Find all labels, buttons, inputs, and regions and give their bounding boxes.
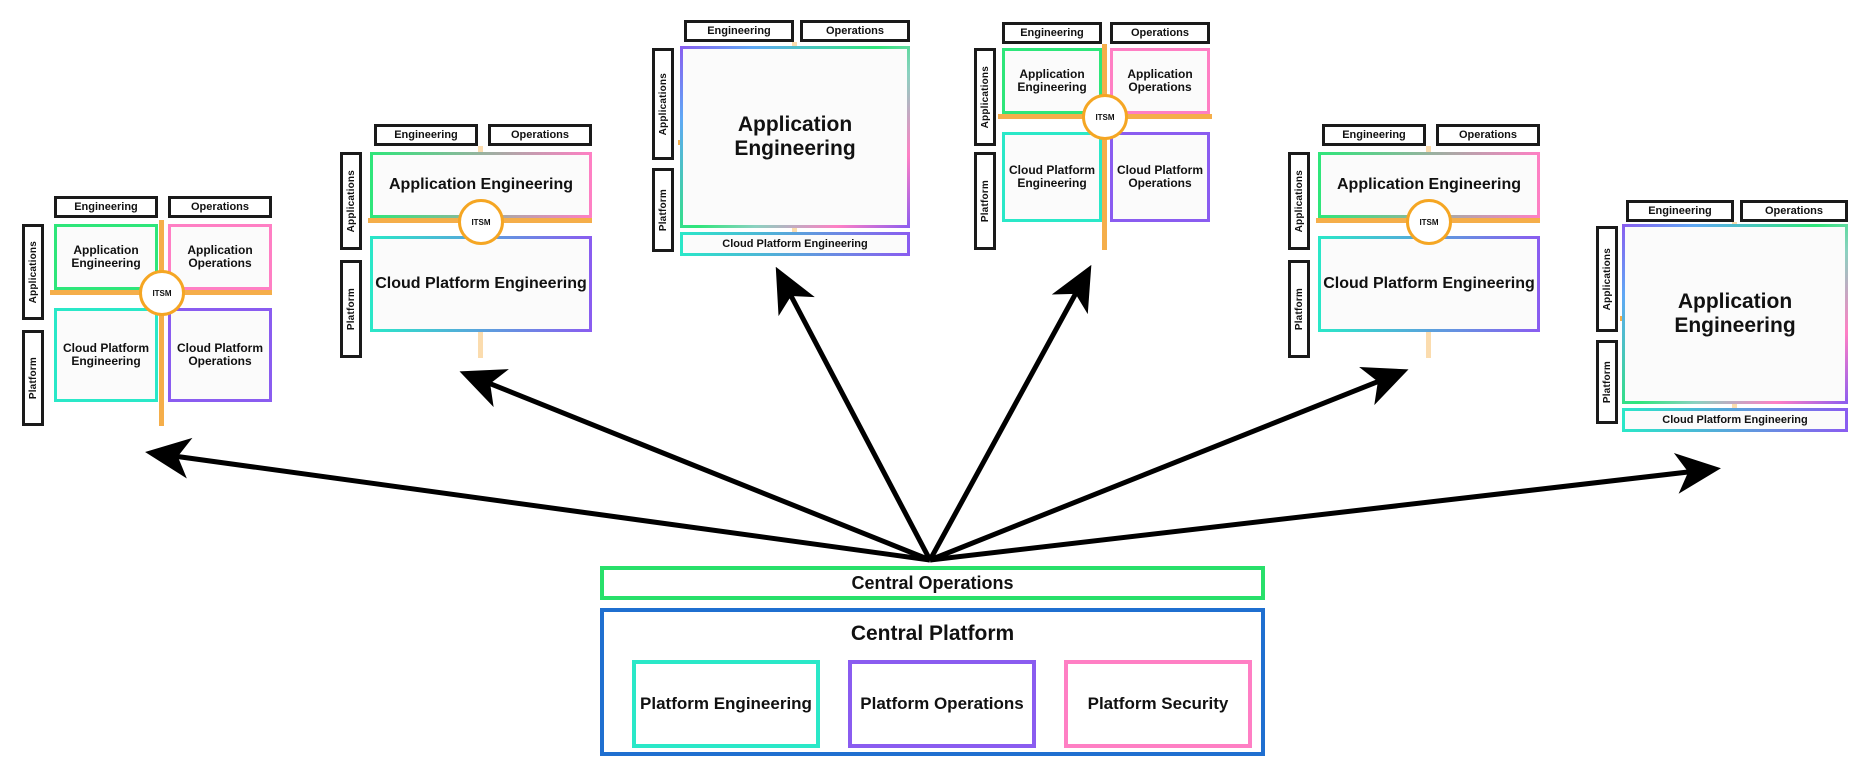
model-1-cell-cloud-platform-engineering: Cloud Platform Engineering (54, 308, 158, 402)
model-6-header-engineering: Engineering (1626, 200, 1734, 222)
central-operations-block[interactable]: Central Operations (600, 566, 1265, 600)
model-1-header-engineering: Engineering (54, 196, 158, 218)
model-3-row-label-platform: Platform (652, 168, 674, 252)
model-3: Engineering Operations Applications Plat… (652, 20, 910, 280)
model-5-row-label-applications: Applications (1288, 152, 1310, 250)
model-2-itsm-hub: ITSM (458, 199, 504, 245)
model-4-row-label-platform: Platform (974, 152, 996, 250)
model-6-row-label-applications: Applications (1596, 226, 1618, 332)
model-2-header-engineering: Engineering (374, 124, 478, 146)
model-5-header-operations: Operations (1436, 124, 1540, 146)
model-4-cell-cloud-platform-engineering: Cloud Platform Engineering (1002, 132, 1102, 222)
model-4: Engineering Operations Applications Plat… (974, 22, 1212, 274)
arrow-to-model-2 (459, 369, 931, 563)
arrow-to-model-4 (927, 264, 1092, 562)
model-3-cell-cloud-platform-engineering: Cloud Platform Engineering (680, 232, 910, 256)
platform-engineering-box[interactable]: Platform Engineering (632, 660, 820, 748)
model-6-cell-cloud-platform-engineering: Cloud Platform Engineering (1622, 408, 1848, 432)
arrow-to-model-1 (145, 437, 931, 563)
model-2-header-operations: Operations (488, 124, 592, 146)
model-1-itsm-hub: ITSM (139, 270, 185, 316)
model-5-row-label-platform: Platform (1288, 260, 1310, 358)
central-platform-block[interactable]: Central Platform Platform Engineering Pl… (600, 608, 1265, 756)
arrow-to-model-3 (775, 266, 933, 562)
model-6: Engineering Operations Applications Plat… (1596, 200, 1850, 450)
model-2-row-label-platform: Platform (340, 260, 362, 358)
arrow-to-model-6 (929, 453, 1721, 563)
model-4-header-operations: Operations (1110, 22, 1210, 44)
model-5: Engineering Operations Applications Plat… (1288, 124, 1540, 374)
model-6-row-label-platform: Platform (1596, 340, 1618, 424)
central-platform-title: Central Platform (850, 622, 1015, 645)
model-1-header-operations: Operations (168, 196, 272, 218)
model-5-itsm-hub: ITSM (1406, 199, 1452, 245)
model-3-header-engineering: Engineering (684, 20, 794, 42)
model-6-cell-application-engineering: Application Engineering (1622, 224, 1848, 404)
model-4-cell-application-operations: Application Operations (1110, 48, 1210, 114)
model-5-header-engineering: Engineering (1322, 124, 1426, 146)
model-3-row-label-applications: Applications (652, 48, 674, 160)
model-4-header-engineering: Engineering (1002, 22, 1102, 44)
model-1-row-label-applications: Applications (22, 224, 44, 320)
arrow-to-model-5 (929, 367, 1409, 563)
model-2: Engineering Operations Applications Plat… (340, 124, 592, 374)
model-3-header-operations: Operations (800, 20, 910, 42)
model-1: Engineering Operations Applications Plat… (22, 196, 272, 456)
platform-operations-box[interactable]: Platform Operations (848, 660, 1036, 748)
model-1-cell-application-operations: Application Operations (168, 224, 272, 290)
model-4-itsm-bar-vertical (1102, 44, 1107, 250)
model-4-row-label-applications: Applications (974, 48, 996, 146)
model-2-cell-cloud-platform-engineering: Cloud Platform Engineering (370, 236, 592, 332)
model-4-itsm-hub: ITSM (1082, 94, 1128, 140)
model-4-cell-cloud-platform-operations: Cloud Platform Operations (1110, 132, 1210, 222)
model-3-cell-application-engineering: Application Engineering (680, 46, 910, 228)
model-1-cell-cloud-platform-operations: Cloud Platform Operations (168, 308, 272, 402)
model-5-cell-application-engineering: Application Engineering (1318, 152, 1540, 218)
model-5-cell-cloud-platform-engineering: Cloud Platform Engineering (1318, 236, 1540, 332)
platform-security-box[interactable]: Platform Security (1064, 660, 1252, 748)
model-1-itsm-bar-vertical (159, 220, 164, 426)
central-platform-boxes: Platform Engineering Platform Operations… (604, 612, 1261, 752)
model-1-cell-application-engineering: Application Engineering (54, 224, 158, 290)
model-1-row-label-platform: Platform (22, 330, 44, 426)
model-6-header-operations: Operations (1740, 200, 1848, 222)
model-2-row-label-applications: Applications (340, 152, 362, 250)
